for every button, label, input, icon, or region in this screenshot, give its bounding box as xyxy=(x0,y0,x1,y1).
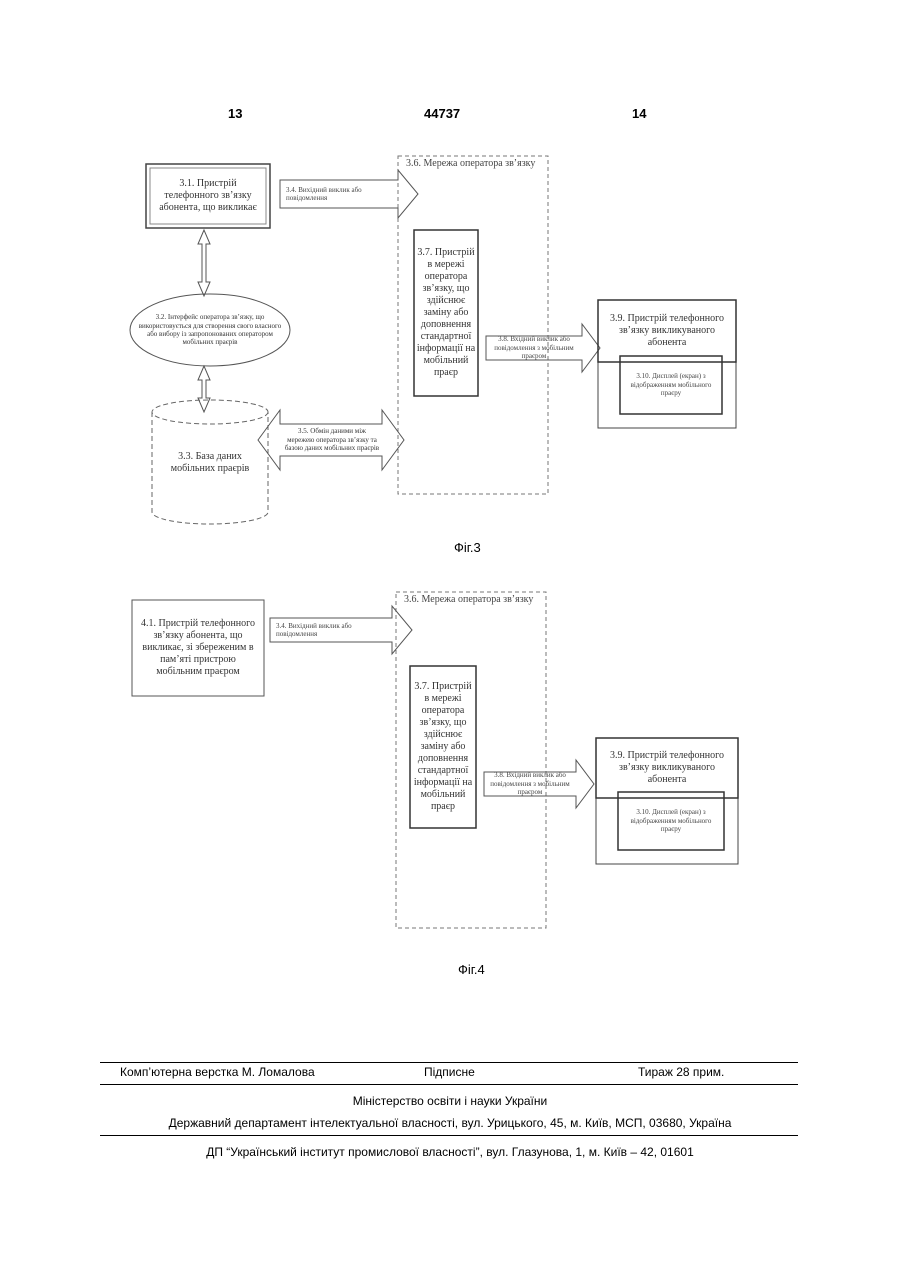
signed-label: Підписне xyxy=(424,1065,475,1079)
footer-rule-bottom xyxy=(100,1135,798,1136)
called-device-box: 3.9. Пристрій телефонного зв’язку виклик… xyxy=(600,742,734,794)
network-label: 3.6. Мережа оператора зв’язку xyxy=(404,594,533,605)
interface-label: 3.2. Інтерфейс оператора зв’язку, що вик… xyxy=(138,300,282,360)
document-number: 44737 xyxy=(424,106,460,121)
layout-credit: Комп’ютерна верстка М. Ломалова xyxy=(120,1065,315,1079)
outgoing-call-label: 3.4. Вихідний виклик або повідомлення xyxy=(276,620,386,640)
figure-3: 3.6. Мережа оператора зв’язку 3.1. Прист… xyxy=(120,140,740,560)
outgoing-call-label: 3.4. Вихідний виклик або повідомлення xyxy=(286,183,396,205)
figure-3-caption: Фіг.3 xyxy=(454,540,481,555)
figure-4: 3.6. Мережа оператора зв’язку 4.1. Прист… xyxy=(120,580,740,1000)
circulation: Тираж 28 прим. xyxy=(638,1065,724,1079)
footer-rule-top xyxy=(100,1062,798,1063)
network-label: 3.6. Мережа оператора зв’язку xyxy=(406,158,535,169)
figure-4-caption: Фіг.4 xyxy=(458,962,485,977)
called-device-box: 3.9. Пристрій телефонного зв’язку виклик… xyxy=(602,304,732,358)
department: Державний департамент інтелектуальної вл… xyxy=(0,1116,900,1130)
database-label: 3.3. База даних мобільних праєрів xyxy=(156,440,264,486)
ministry: Міністерство освіти і науки України xyxy=(0,1094,900,1108)
incoming-call-label: 3.8. Вхідний виклик або повідомлення з м… xyxy=(486,774,574,794)
network-device-box: 3.7. Пристрій в мережі оператора зв’язку… xyxy=(412,670,474,824)
caller-device-box: 3.1. Пристрій телефонного зв’язку абонен… xyxy=(152,170,264,222)
incoming-call-label: 3.8. Вхідний виклик або повідомлення з м… xyxy=(488,338,580,358)
arrow-device-interface xyxy=(198,230,210,296)
display-box: 3.10. Дисплей (екран) з відображенням мо… xyxy=(620,794,722,848)
footer-rule-middle xyxy=(100,1084,798,1085)
caller-device-box: 4.1. Пристрій телефонного зв’язку абонен… xyxy=(136,604,260,692)
arrow-interface-database xyxy=(198,366,210,412)
network-device-box: 3.7. Пристрій в мережі оператора зв’язку… xyxy=(416,234,476,392)
institute: ДП “Український інститут промислової вла… xyxy=(0,1145,900,1159)
page-number-right: 14 xyxy=(632,106,646,121)
exchange-label: 3.5. Обмін даними між мережею оператора … xyxy=(284,426,380,454)
display-box: 3.10. Дисплей (екран) з відображенням мо… xyxy=(622,358,720,412)
page-number-left: 13 xyxy=(228,106,242,121)
